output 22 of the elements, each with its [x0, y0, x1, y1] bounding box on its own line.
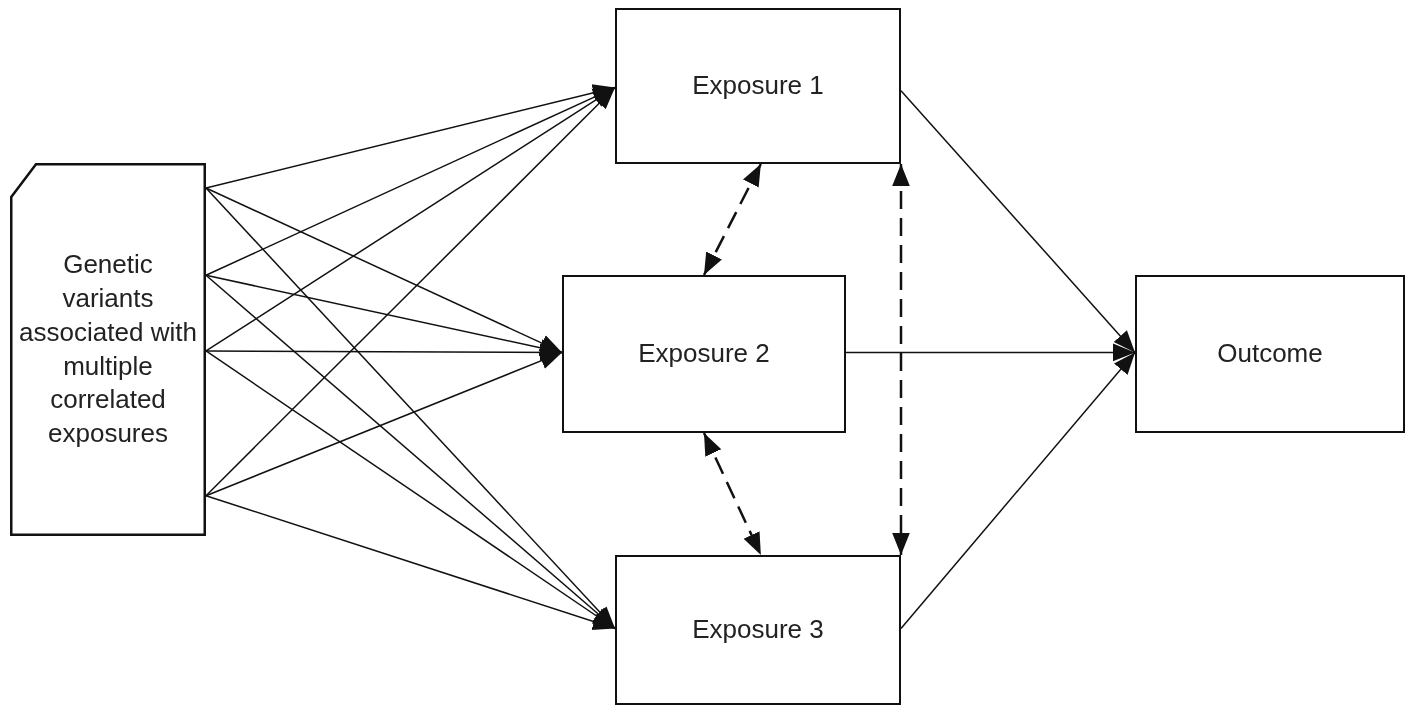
arrow — [900, 351, 1136, 630]
process-box — [615, 555, 901, 705]
process-box — [562, 275, 846, 433]
card-shape — [10, 163, 206, 536]
arrow — [845, 343, 1136, 362]
arrow — [900, 89, 1136, 354]
node-label: Exposure 2 — [638, 337, 770, 371]
arrow — [205, 351, 563, 497]
arrow — [205, 187, 563, 354]
node-label: Genetic variants associated with multiple correlated exposures — [18, 248, 198, 451]
double-headed-arrow — [892, 164, 910, 555]
node-label: Outcome — [1217, 337, 1323, 371]
double-headed-arrow — [702, 163, 762, 276]
process-box — [615, 8, 901, 164]
arrow — [205, 86, 616, 497]
node-label: Exposure 3 — [692, 613, 824, 647]
process-box — [1135, 275, 1405, 433]
arrow — [205, 84, 616, 189]
arrow — [205, 86, 616, 276]
node-label: Exposure 1 — [692, 69, 824, 103]
double-headed-arrow — [702, 432, 762, 556]
arrow — [205, 494, 616, 631]
